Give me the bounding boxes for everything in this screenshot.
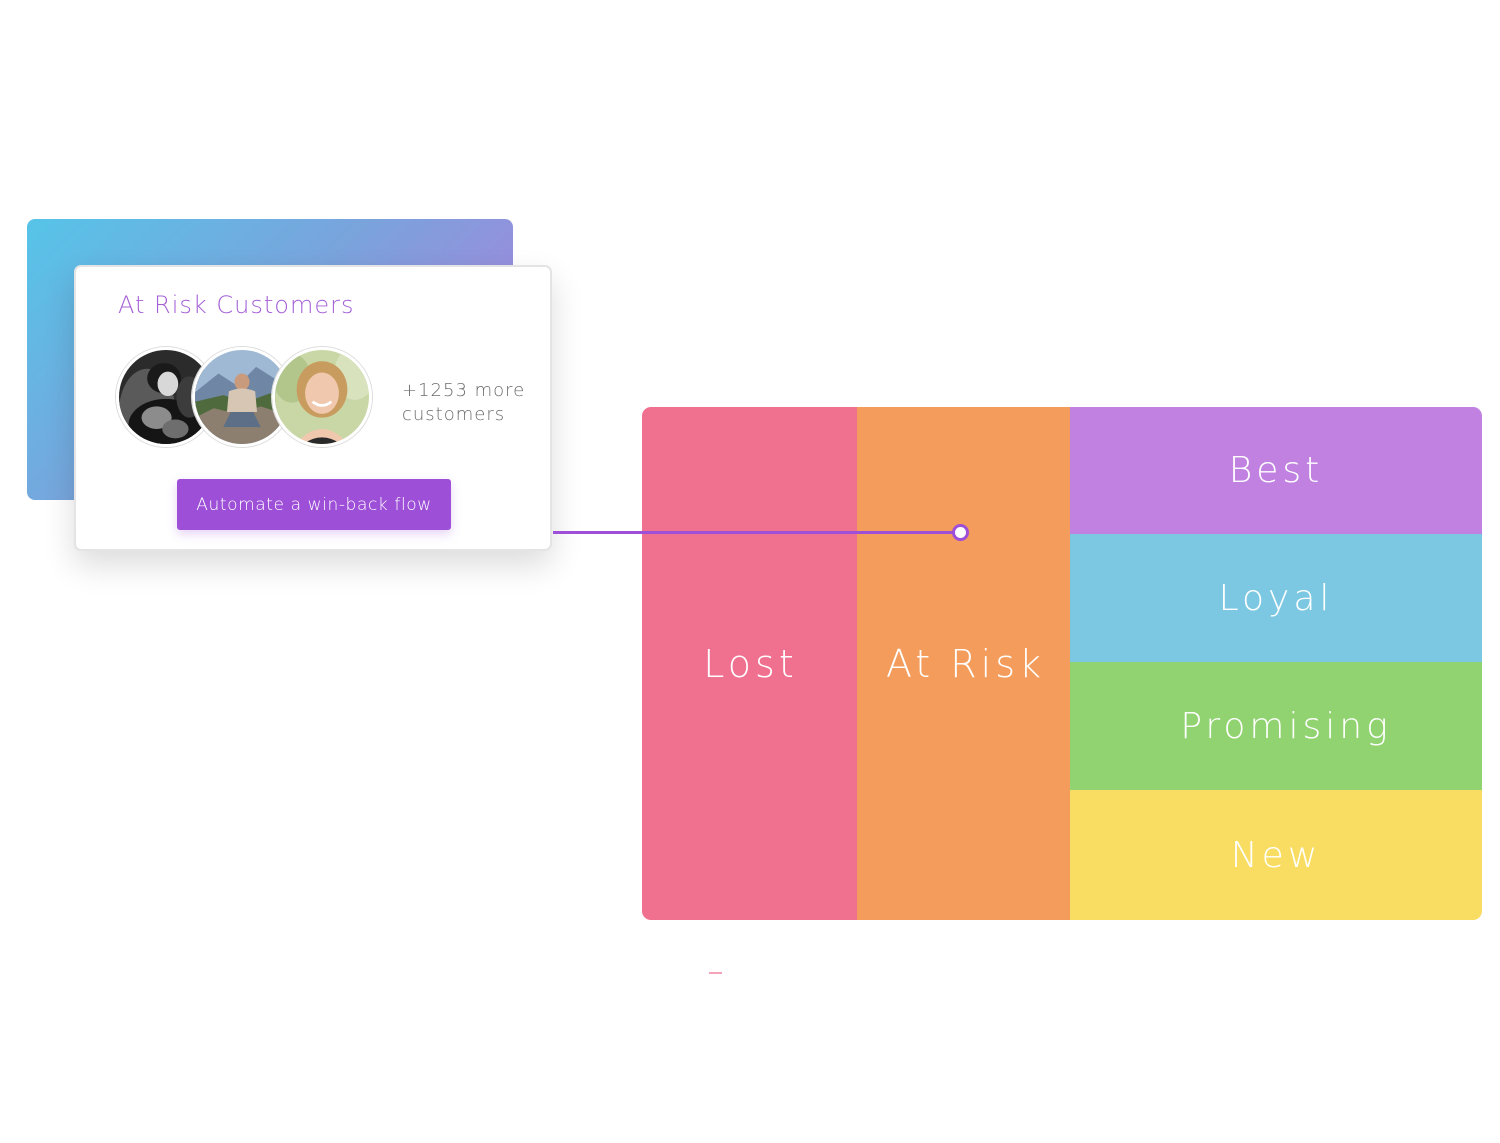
more-customers-label: customers bbox=[402, 404, 506, 425]
segment-label: Lost bbox=[703, 641, 798, 686]
woman-with-dog-photo-icon bbox=[119, 350, 213, 444]
segment-label: At Risk bbox=[885, 641, 1046, 686]
smiling-woman-photo-icon bbox=[275, 350, 369, 444]
stray-mark bbox=[709, 972, 722, 974]
automate-win-back-flow-button[interactable]: Automate a win-back flow bbox=[177, 479, 451, 530]
customer-avatar-3[interactable] bbox=[272, 347, 372, 447]
at-risk-customers-card: At Risk Customers bbox=[74, 265, 552, 551]
segment-new[interactable]: New bbox=[1070, 790, 1482, 920]
segment-label: New bbox=[1230, 834, 1322, 876]
customer-avatar-1[interactable] bbox=[116, 347, 216, 447]
segment-label: Best bbox=[1228, 450, 1324, 491]
segment-at-risk[interactable]: At Risk bbox=[857, 407, 1070, 920]
connector-endpoint-dot bbox=[952, 524, 969, 541]
card-title: At Risk Customers bbox=[118, 291, 355, 319]
segment-label: Loyal bbox=[1218, 577, 1334, 619]
customer-segment-grid: Lost At Risk Best Loyal Promising New bbox=[642, 407, 1482, 920]
segment-promising[interactable]: Promising bbox=[1070, 662, 1482, 790]
segment-lost[interactable]: Lost bbox=[642, 407, 857, 920]
more-customers-count: +1253 more bbox=[402, 380, 526, 401]
segment-loyal[interactable]: Loyal bbox=[1070, 534, 1482, 662]
connector-line bbox=[553, 531, 953, 534]
segment-best[interactable]: Best bbox=[1070, 407, 1482, 534]
segment-label: Promising bbox=[1180, 705, 1392, 747]
